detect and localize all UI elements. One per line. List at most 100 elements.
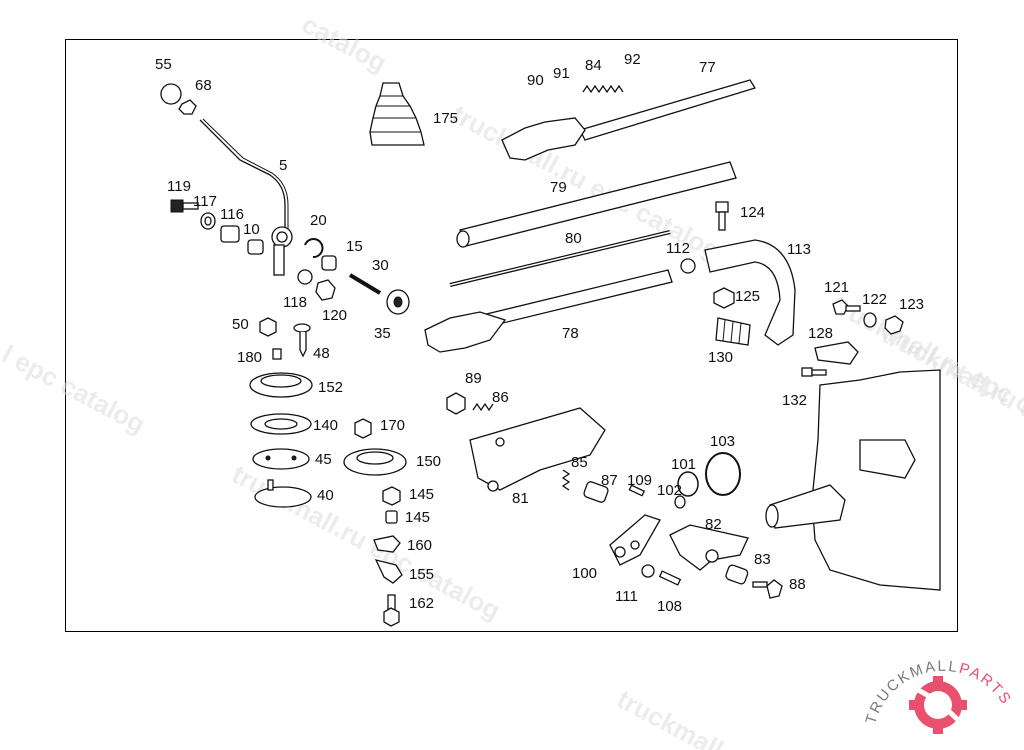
part-89-nut — [446, 392, 466, 415]
part-101-ring — [677, 471, 699, 497]
part-55-ball-knob — [160, 83, 182, 105]
part-108-pin — [658, 570, 682, 586]
callout-88: 88 — [789, 576, 806, 593]
callout-125: 125 — [735, 288, 760, 305]
part-113-lever — [704, 239, 796, 346]
callout-111: 111 — [615, 588, 638, 605]
callout-85: 85 — [571, 454, 588, 471]
callout-20: 20 — [310, 212, 327, 229]
part-103-ring — [705, 452, 741, 496]
callout-130: 130 — [708, 349, 733, 366]
part-117-washer — [200, 212, 216, 230]
part-130-bushing — [715, 317, 751, 346]
callout-150: 150 — [416, 453, 441, 470]
part-150-boot-ring — [343, 448, 407, 476]
part-125-nut — [713, 287, 735, 309]
callout-100: 100 — [572, 565, 597, 582]
callout-84: 84 — [585, 57, 602, 74]
part-85-spring — [561, 469, 571, 491]
part-180-spacer — [272, 348, 282, 360]
callout-102: 102 — [657, 482, 682, 499]
part-30-pin — [348, 273, 382, 295]
callout-155: 155 — [409, 566, 434, 583]
part-123-nut — [884, 315, 904, 335]
callout-103: 103 — [710, 433, 735, 450]
part-68-nut — [178, 99, 197, 115]
callout-81: 81 — [512, 490, 529, 507]
callout-113: 113 — [787, 241, 811, 258]
part-82-lever — [669, 524, 749, 571]
callout-87: 87 — [601, 472, 618, 489]
callout-180: 180 — [237, 349, 262, 366]
part-20-clip — [304, 238, 324, 259]
callout-122: 122 — [862, 291, 887, 308]
callout-35: 35 — [374, 325, 391, 342]
part-145-nut — [382, 486, 401, 506]
callout-5: 5 — [279, 157, 287, 174]
part-132-bolt — [801, 367, 827, 377]
callout-116: 116 — [220, 206, 244, 223]
part-100-lever — [609, 514, 661, 566]
part-81-bracket — [469, 407, 606, 492]
part-48-screw — [293, 323, 311, 358]
part-15-bushing — [321, 255, 337, 271]
callout-117: 117 — [193, 193, 217, 210]
part-84-spring — [582, 84, 624, 94]
callout-labels: 55 68 175 90 91 84 92 77 5 119 117 116 1… — [155, 51, 924, 615]
part-79-tube — [456, 161, 737, 248]
part-109-pin — [628, 484, 646, 497]
callout-124: 124 — [740, 204, 765, 221]
part-87-bushing — [583, 481, 609, 503]
gear-icon — [909, 676, 967, 734]
callout-112: 112 — [666, 240, 690, 257]
part-112-clip — [680, 258, 696, 274]
part-77-shift-rod — [501, 79, 757, 161]
part-124-bolt — [715, 201, 729, 231]
watermark: catalog — [297, 9, 391, 78]
part-170-nut — [354, 418, 372, 439]
callout-77: 77 — [699, 59, 716, 76]
part-128-joint — [814, 341, 859, 365]
callout-108: 108 — [657, 598, 682, 615]
callout-162: 162 — [409, 595, 434, 612]
callout-91: 91 — [553, 65, 570, 82]
part-5-shift-lever — [199, 118, 293, 276]
watermark: l epc catalog — [0, 339, 150, 439]
callout-140: 140 — [313, 417, 338, 434]
callout-170: 170 — [380, 417, 405, 434]
part-120-nut — [315, 279, 336, 301]
callout-48: 48 — [313, 345, 330, 362]
callout-132: 132 — [782, 392, 807, 409]
callout-120: 120 — [322, 307, 347, 324]
callout-68: 68 — [195, 77, 212, 94]
part-121-bolt — [832, 299, 861, 315]
callout-78: 78 — [562, 325, 579, 342]
callout-83: 83 — [754, 551, 771, 568]
watermark: truckmall — [612, 684, 728, 750]
callout-109: 109 — [627, 472, 652, 489]
part-86-spring — [472, 402, 494, 412]
part-50-nut — [259, 317, 277, 337]
part-175-boot — [369, 82, 425, 146]
callout-86: 86 — [492, 389, 509, 406]
callout-89: 89 — [465, 370, 482, 387]
callout-152: 152 — [318, 379, 343, 396]
callout-82: 82 — [705, 516, 722, 533]
part-119-bolt — [170, 199, 199, 213]
part-102-ring — [674, 495, 686, 509]
part-162-bolt — [383, 594, 400, 627]
callout-90: 90 — [527, 72, 544, 89]
callout-145: 145 — [405, 509, 430, 526]
part-140-plate — [250, 413, 312, 435]
callout-119: 119 — [167, 178, 191, 195]
truckmall-logo: TRUCKMALLPARTS — [862, 658, 1013, 734]
callout-45: 45 — [315, 451, 332, 468]
callout-40: 40 — [317, 487, 334, 504]
part-116-bushing — [220, 225, 240, 243]
part-40-plate — [254, 479, 312, 508]
callout-55: 55 — [155, 56, 172, 73]
part-35-bearing — [386, 289, 410, 315]
part-152-gasket — [249, 372, 313, 398]
part-145-spacer — [385, 510, 398, 524]
callout-50: 50 — [232, 316, 249, 333]
